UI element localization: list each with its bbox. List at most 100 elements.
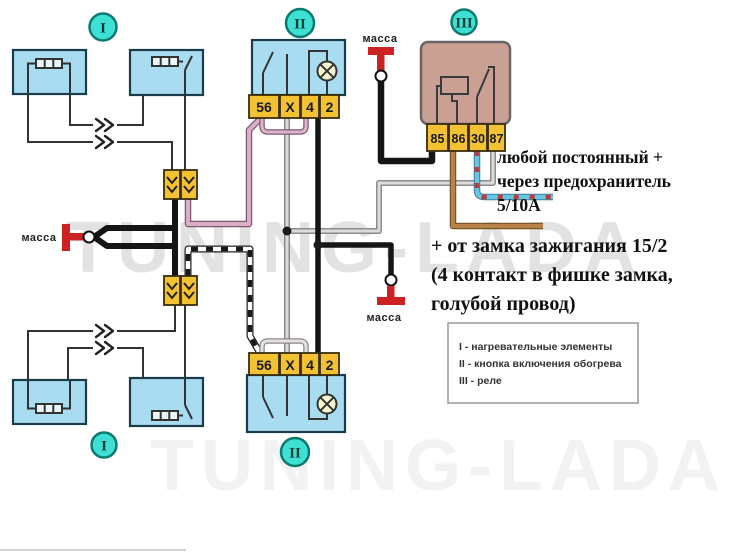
ground-terminal-ring — [384, 273, 398, 287]
heater-element-box-1 — [11, 48, 88, 96]
wire-striped-stripes — [185, 246, 263, 357]
wire-striped-net — [184, 245, 309, 357]
heater-box — [11, 48, 88, 96]
terminal-56 — [248, 352, 280, 376]
badge-heaters-bottom: I — [90, 431, 118, 459]
wire-ground-left-net — [92, 199, 178, 276]
junction-dot-black — [313, 240, 323, 250]
badge-switch-bottom: II — [279, 436, 311, 468]
heater-internals — [27, 58, 71, 94]
terminal-30 — [468, 123, 488, 152]
relay-body — [419, 40, 512, 126]
note-line: + от замка зажигания 15/2 — [431, 235, 667, 257]
wire-ground-fork-lower — [92, 234, 175, 249]
ground-bar — [62, 224, 70, 251]
ground-arm — [70, 233, 85, 241]
ground-terminal-ring — [374, 69, 388, 83]
connector-pair-bottom — [163, 275, 198, 306]
wire-lamp-ground-branch — [318, 242, 394, 275]
chevron-mark — [93, 117, 117, 133]
terminal-85 — [426, 123, 449, 152]
heater-internals — [151, 378, 193, 421]
wire-brown-ignition — [449, 151, 543, 230]
heater-internals — [27, 380, 71, 414]
ground-label-left: масса — [21, 232, 56, 244]
terminal-label-x: X — [285, 99, 295, 115]
terminal-87 — [487, 123, 506, 152]
wire-brown-core — [451, 151, 543, 228]
badge-numeral: III — [455, 16, 473, 32]
terminal-label-4: 4 — [306, 99, 314, 115]
heater-switch-top: 56 X 4 2 — [248, 38, 347, 119]
note-line: через предохранитель — [497, 171, 671, 191]
heater-element-box-2 — [128, 48, 205, 97]
section-badges: I II III I II — [88, 7, 478, 468]
terminal-x — [279, 94, 301, 119]
connector-crimp-marks — [166, 176, 195, 194]
switch-terminal-block-top: 56 X 4 2 — [248, 94, 340, 119]
terminal-label-4: 4 — [306, 357, 314, 373]
ground-label-middle: масса — [366, 312, 401, 324]
ground-label-top: масса — [362, 33, 397, 45]
note-permanent-plus: любой постоянный + через предохранитель … — [497, 147, 671, 215]
wire-pink-core — [186, 116, 263, 226]
heater-element-box-4 — [128, 376, 205, 428]
terminal-x — [279, 352, 301, 376]
badge-numeral: I — [100, 21, 106, 37]
relay-terminal-block: 85 86 30 87 — [426, 123, 506, 152]
badge-heaters-top: I — [88, 12, 118, 42]
note-ignition: + от замка зажигания 15/2 (4 контакт в ф… — [431, 235, 673, 315]
switch-internals — [262, 375, 338, 420]
wire-ground-fork-upper — [92, 225, 175, 240]
legend-box: I - нагревательные элементы II - кнопка … — [447, 322, 639, 404]
legend-item-3: III - реле — [459, 375, 502, 387]
terminal-56 — [248, 94, 280, 119]
wire-blue-red-stripes — [474, 151, 553, 200]
terminal-label-85: 85 — [431, 132, 445, 146]
relay-internals — [436, 66, 495, 124]
badge-relay: III — [450, 8, 478, 36]
wire-blue-power — [473, 151, 553, 201]
terminal-2 — [319, 352, 340, 376]
inline-connector-chevrons — [93, 117, 117, 356]
note-line: 5/10А — [497, 195, 541, 215]
terminal-label-86: 86 — [452, 132, 466, 146]
terminal-label-2: 2 — [326, 357, 334, 373]
heater-element-box-3 — [11, 378, 88, 426]
ground-symbol-left: масса — [21, 224, 96, 251]
wire-lamp-ground-net — [313, 118, 394, 353]
wire-ground-relay-path — [377, 80, 436, 165]
switch-terminal-block-bottom: 56 X 4 2 — [248, 352, 340, 376]
ground-stem — [387, 286, 395, 299]
relay: 85 86 30 87 — [419, 40, 512, 152]
ground-symbol-top: масса — [362, 33, 397, 83]
note-line: любой постоянный + — [497, 147, 663, 167]
wire-ground-relay — [377, 80, 436, 165]
junction-dot-gray — [282, 226, 292, 236]
legend-item-1: I - нагревательные элементы — [459, 341, 612, 353]
badge-switch-top: II — [284, 7, 316, 39]
connector-pair-top — [163, 169, 198, 200]
ground-stem — [377, 55, 385, 72]
terminal-4 — [300, 352, 320, 376]
legend-frame — [447, 322, 639, 404]
ground-symbol-middle: масса — [366, 273, 405, 324]
chevron-mark — [93, 340, 117, 356]
ground-terminal-ring — [82, 230, 96, 244]
heater-box — [11, 378, 88, 426]
terminal-label-56: 56 — [256, 357, 272, 373]
chevron-mark — [93, 134, 117, 150]
terminal-label-2: 2 — [326, 99, 334, 115]
heater-internals — [151, 55, 193, 95]
ground-bar — [368, 47, 394, 55]
badge-numeral: I — [101, 439, 107, 455]
watermark-text-2: TUNING-LADA — [150, 426, 727, 506]
switch-internals — [262, 50, 338, 95]
wire-gray-net — [282, 118, 496, 353]
wire-gray-branch-core — [287, 151, 495, 233]
badge-numeral: II — [294, 17, 306, 33]
connector-crimp-marks — [166, 282, 195, 300]
legend-item-2: II - кнопка включения обогрева — [459, 358, 622, 370]
terminal-label-56: 56 — [256, 99, 272, 115]
